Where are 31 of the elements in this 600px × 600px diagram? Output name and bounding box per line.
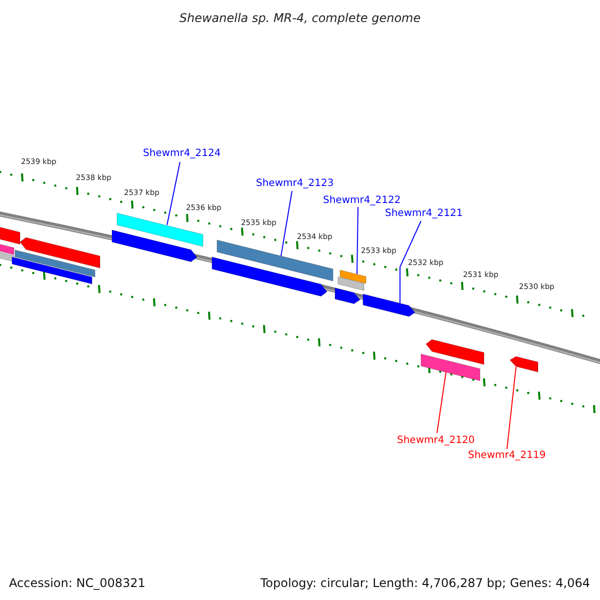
gene-block: [116, 212, 204, 247]
gene-block: [340, 270, 366, 284]
gene-block: [112, 230, 198, 262]
leader-line: [400, 220, 422, 304]
gene-block: [338, 276, 364, 291]
gene-block: [334, 288, 360, 304]
leader-line: [280, 190, 292, 256]
gene-block: [212, 256, 328, 297]
gene-block: [216, 240, 334, 282]
gene-block: [420, 354, 480, 382]
gene-label: Shewmr4_2124: [143, 148, 221, 160]
gene-block: [510, 356, 538, 372]
gene-block: [362, 294, 416, 317]
gene-block: [426, 339, 484, 365]
gene-block: [20, 237, 100, 268]
gene-block: [12, 256, 92, 284]
gene-block: [14, 250, 96, 278]
accession-text: Accession: NC_008321: [9, 575, 146, 592]
gene-block: [0, 226, 20, 245]
genome-info-text: Topology: circular; Length: 4,706,287 bp; Genes: 4,064: [260, 575, 590, 592]
title: Shewanella sp. MR-4, complete genome: [178, 10, 422, 27]
leader-line: [166, 162, 180, 226]
gene-block: [0, 242, 14, 256]
leader-line: [506, 366, 516, 450]
gene-label: Shewmr4_2119: [468, 450, 546, 462]
leader-line: [436, 372, 446, 434]
gene-label: Shewmr4_2122: [323, 195, 401, 207]
gene-label: Shewmr4_2120: [397, 435, 475, 447]
gene-label: Shewmr4_2123: [256, 178, 334, 190]
leader-line: [356, 206, 358, 274]
gene-label: Shewmr4_2121: [385, 208, 463, 220]
